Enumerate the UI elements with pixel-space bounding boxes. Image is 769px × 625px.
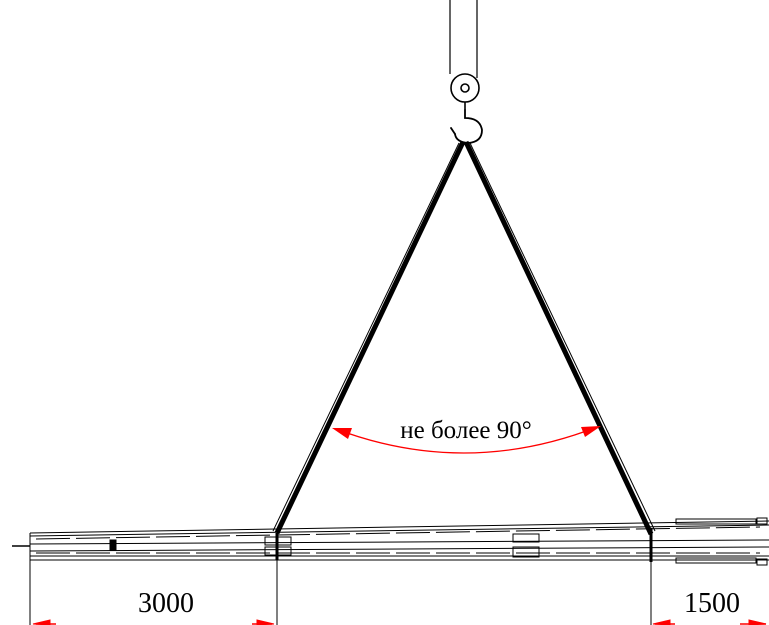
crane-hook-icon [450, 109, 483, 144]
angle-arc [332, 426, 601, 454]
beam-dashes [35, 526, 761, 554]
sling-right [463, 140, 656, 536]
crane-cables [449, 0, 478, 78]
dimension-left-label: 3000 [138, 588, 194, 619]
load-beam [12, 517, 769, 566]
dimension-arrows [32, 619, 767, 625]
crane-pulley-icon [450, 73, 480, 110]
sling-left [272, 140, 466, 535]
dimension-right-label: 1500 [684, 588, 740, 619]
angle-arrow-right [581, 426, 601, 437]
angle-arrow-left [332, 428, 352, 439]
angle-label: не более 90° [400, 417, 532, 444]
sling-attachments [275, 528, 653, 562]
dimension-lines [29, 560, 652, 625]
